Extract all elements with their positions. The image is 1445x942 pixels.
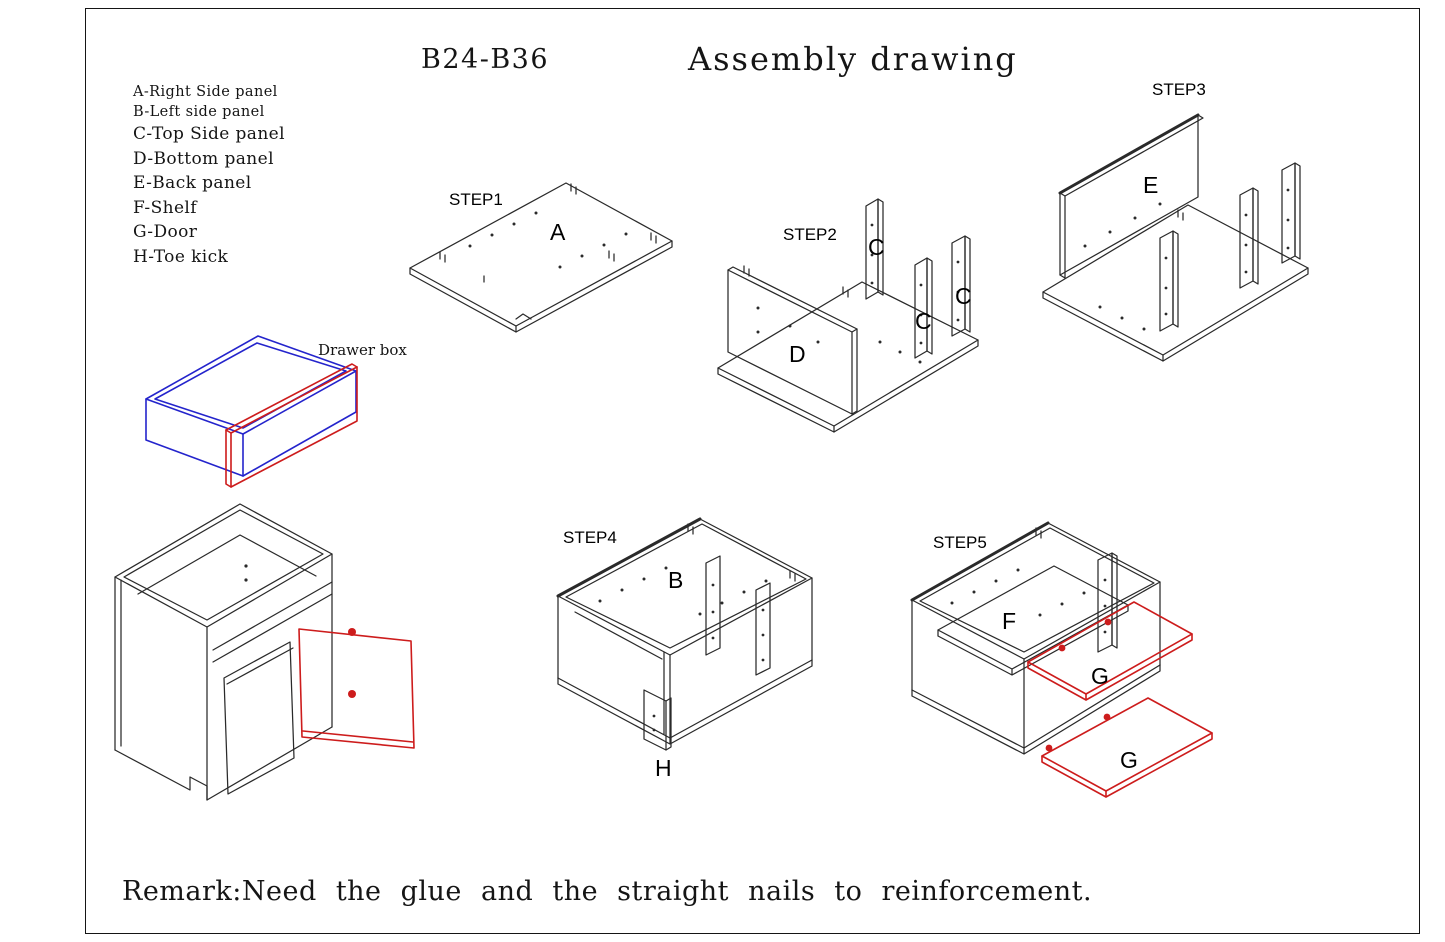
parts-list-item-f: F-Shelf	[133, 197, 197, 218]
parts-list-item-c: C-Top Side panel	[133, 124, 285, 144]
drawer-box-label: Drawer box	[318, 341, 407, 359]
step3-drawing	[1042, 113, 1309, 362]
parts-list-item-e: E-Back panel	[133, 173, 252, 193]
part-label-b: B	[668, 567, 684, 593]
assembled-cabinet-drawing	[114, 503, 415, 801]
door-g1	[1027, 601, 1193, 701]
step1-label: STEP1	[449, 190, 503, 209]
part-label-g1: G	[1091, 663, 1109, 689]
parts-list-item-b: B-Left side panel	[133, 104, 265, 120]
parts-list: A-Right Side panel B-Left side panel C-T…	[133, 82, 285, 269]
parts-list-item-a: A-Right Side panel	[133, 84, 278, 100]
door-g2	[1041, 697, 1213, 798]
step4-label: STEP4	[563, 528, 617, 547]
part-label-e: E	[1143, 172, 1159, 198]
part-label-c3: C	[955, 283, 972, 309]
open-right-door	[298, 628, 415, 749]
step5-label: STEP5	[933, 533, 987, 552]
parts-list-item-d: D-Bottom panel	[133, 148, 274, 169]
step4-drawing	[556, 517, 813, 751]
part-label-c2: C	[915, 308, 932, 334]
left-door-outline	[223, 641, 295, 795]
step2-drawing	[717, 198, 979, 433]
part-label-h: H	[655, 755, 672, 781]
drawer-box-drawing	[145, 335, 358, 488]
drawer-box-sides	[145, 335, 357, 477]
remark-text: Remark:Need the glue and the straight na…	[122, 876, 1093, 907]
step1-drawing	[409, 182, 673, 333]
part-label-c1: C	[868, 234, 885, 260]
step2-label: STEP2	[783, 225, 837, 244]
part-label-f: F	[1002, 608, 1017, 634]
part-label-a: A	[550, 219, 566, 245]
parts-list-item-h: H-Toe kick	[133, 246, 229, 267]
drawer-front-panel	[225, 363, 358, 488]
step5-drawing	[910, 521, 1213, 798]
model-number: B24-B36	[421, 44, 550, 75]
step3-label: STEP3	[1152, 80, 1206, 99]
part-label-d: D	[789, 341, 806, 367]
part-label-g2: G	[1120, 747, 1138, 773]
parts-list-item-g: G-Door	[133, 222, 198, 242]
page-title: Assembly drawing	[688, 40, 1018, 78]
